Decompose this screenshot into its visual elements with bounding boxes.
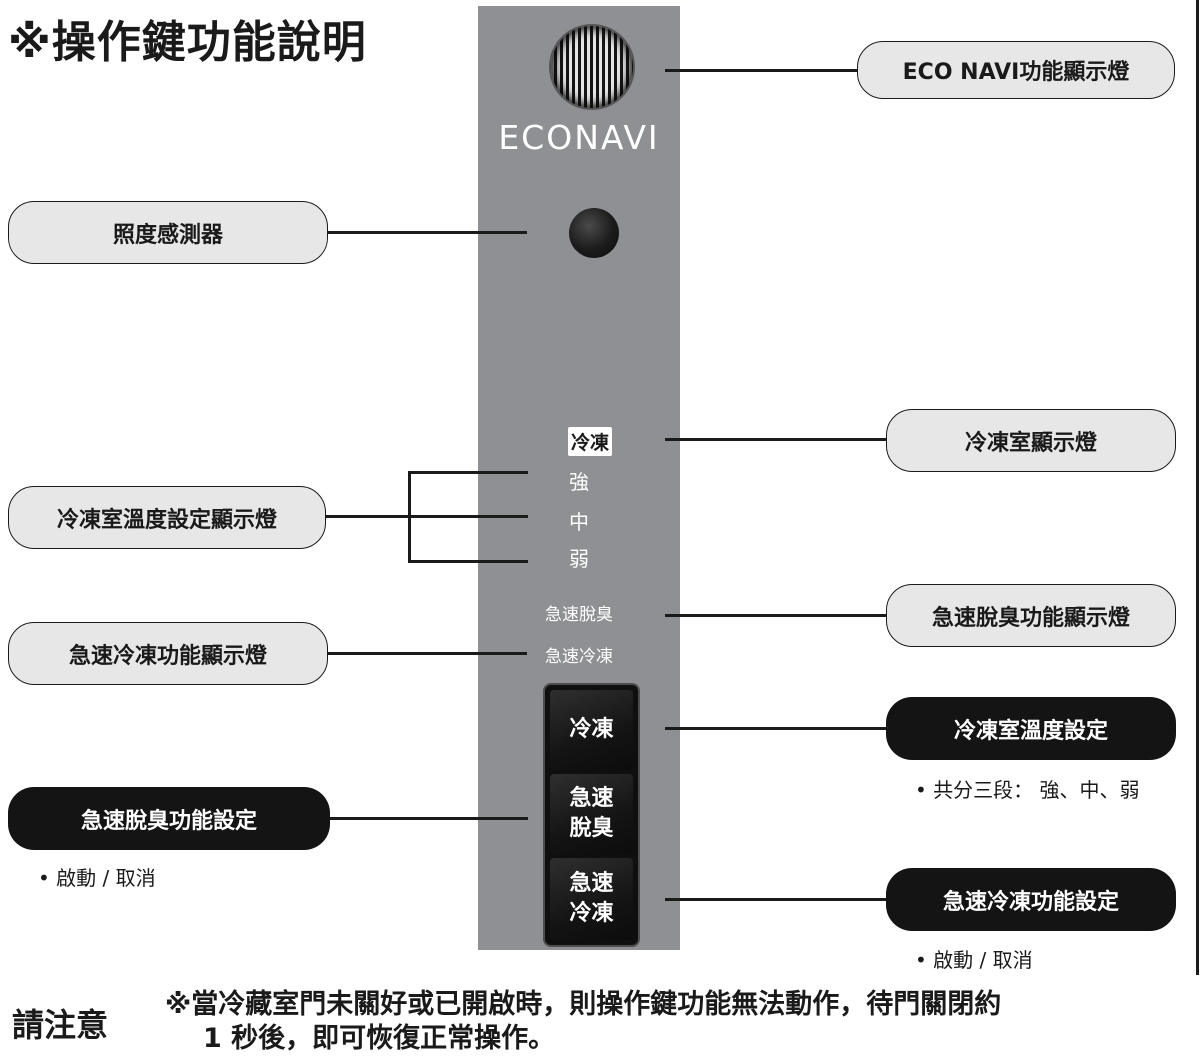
econavi-sensor-icon	[551, 26, 633, 108]
leader-line-freezer-indicator	[665, 438, 887, 441]
level-weak-label: 弱	[569, 547, 589, 571]
leader-line-quick-freeze-setting	[665, 898, 887, 901]
warning-line-1: ※當冷藏室門未關好或已開啟時，則操作鍵功能無法動作，待門關閉約	[165, 989, 1002, 1020]
leader-line-freezer-temp-setting	[665, 727, 887, 730]
econavi-logo: ECONAVI	[498, 118, 660, 157]
quick-freeze-button-line2: 冷凍	[569, 901, 614, 926]
leader-line-quick-freeze-indicator	[327, 652, 527, 655]
page-title: ※操作鍵功能說明	[8, 17, 367, 68]
quick-deodorize-button-line1: 急速	[569, 786, 614, 811]
warning-line-2: 1 秒後，即可恢復正常操作。	[203, 1023, 556, 1054]
leader-line-light-sensor	[327, 231, 527, 234]
page-right-border	[1196, 0, 1199, 975]
callout-freezer-temp-indicator: 冷凍室溫度設定顯示燈	[8, 486, 326, 549]
quick-deodorize-button-line2: 脫臭	[569, 816, 614, 841]
button-stack: 冷凍 急速 脫臭 急速 冷凍	[545, 685, 638, 945]
leader-line-strong	[408, 471, 528, 474]
note-deodorize-toggle: • 啟動 / 取消	[38, 866, 156, 890]
level-strong-label: 強	[569, 470, 589, 494]
quick-deodorize-button[interactable]: 急速 脫臭	[550, 774, 633, 854]
warning-heading: 請注意	[12, 1006, 109, 1044]
light-sensor-icon	[569, 208, 619, 258]
note-freezer-temp-levels: • 共分三段： 強、中、弱	[915, 778, 1140, 802]
leader-line-weak	[408, 560, 528, 563]
callout-light-sensor: 照度感測器	[8, 201, 328, 264]
callout-freezer-temp-setting: 冷凍室溫度設定	[886, 697, 1176, 760]
freezer-temp-button-label: 冷凍	[569, 717, 614, 742]
quick-deodorize-indicator-label: 急速脫臭	[545, 605, 613, 625]
callout-quick-freeze-setting: 急速冷凍功能設定	[886, 868, 1176, 931]
note-quick-freeze-toggle: • 啟動 / 取消	[915, 948, 1033, 972]
quick-freeze-button[interactable]: 急速 冷凍	[550, 858, 633, 940]
freezer-temp-button[interactable]: 冷凍	[550, 690, 633, 770]
callout-quick-freeze-indicator: 急速冷凍功能顯示燈	[8, 622, 328, 685]
leader-line-econavi	[665, 69, 859, 72]
callout-deodorize-setting: 急速脫臭功能設定	[8, 787, 330, 850]
warning-text: ※當冷藏室門未關好或已開啟時，則操作鍵功能無法動作，待門關閉約 1 秒後，即可恢…	[165, 988, 1001, 1056]
callout-econavi-indicator: ECO NAVI功能顯示燈	[857, 41, 1175, 99]
leader-line-deodorize-indicator	[665, 614, 887, 617]
leader-line-medium	[325, 515, 528, 518]
quick-freeze-indicator-label: 急速冷凍	[545, 647, 613, 667]
level-medium-label: 中	[569, 510, 589, 534]
callout-deodorize-indicator: 急速脫臭功能顯示燈	[886, 584, 1176, 647]
quick-freeze-button-line1: 急速	[569, 871, 614, 896]
freezer-indicator-label: 冷凍	[568, 427, 613, 456]
callout-freezer-indicator: 冷凍室顯示燈	[886, 409, 1176, 472]
leader-line-deodorize-setting	[330, 817, 528, 820]
